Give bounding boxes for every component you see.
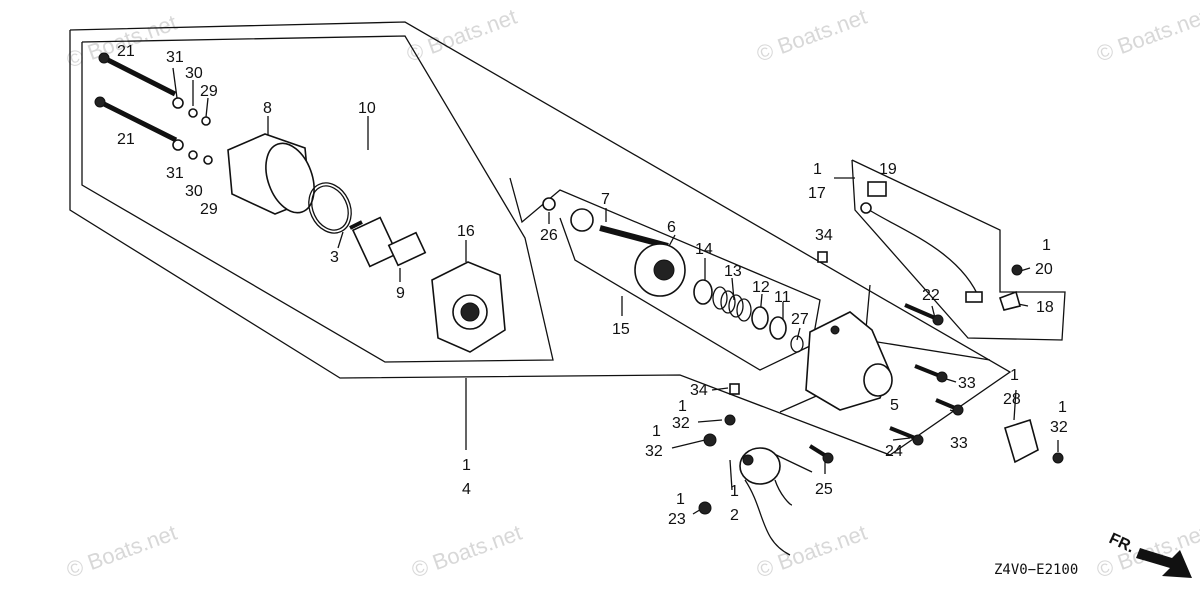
label-17: 17 <box>808 185 826 202</box>
watermark: © Boats.net <box>753 520 870 583</box>
label-32-c: 32 <box>1050 419 1068 436</box>
label-26: 26 <box>540 227 558 244</box>
label-10: 10 <box>358 100 376 117</box>
label-29-top: 29 <box>200 83 218 100</box>
label-30-top: 30 <box>185 65 203 82</box>
pinion-shaft <box>570 208 669 249</box>
label-32-a: 32 <box>672 415 690 432</box>
through-bolt-upper <box>98 52 177 97</box>
label-21-top: 21 <box>117 43 135 60</box>
label-28: 28 <box>1003 391 1021 408</box>
label-25: 25 <box>815 481 833 498</box>
label-13: 13 <box>724 263 742 280</box>
label-12: 12 <box>752 279 770 296</box>
label-1-bolt-b: 1 <box>652 423 661 440</box>
spring <box>712 286 752 322</box>
label-1-solenoid: 1 <box>730 483 739 500</box>
label-1-bolt-a: 1 <box>678 398 687 415</box>
label-27: 27 <box>791 311 809 328</box>
label-9: 9 <box>396 285 405 302</box>
label-29-bottom: 29 <box>200 201 218 218</box>
diagram-code: Z4V0−E2100 <box>994 562 1078 578</box>
label-21-bottom: 21 <box>117 131 135 148</box>
label-1-bracket: 1 <box>1010 367 1019 384</box>
battery-cable <box>860 181 983 303</box>
front-housing <box>805 311 893 411</box>
label-31-bottom: 31 <box>166 165 184 182</box>
reference-labels: 31 30 29 21 21 31 30 29 8 10 3 9 16 1 4 … <box>117 43 1068 528</box>
label-15: 15 <box>612 321 630 338</box>
watermark: © Boats.net <box>63 520 180 583</box>
rear-bracket <box>431 261 506 353</box>
watermark: © Boats.net <box>408 520 525 583</box>
label-8: 8 <box>263 100 272 117</box>
label-20: 20 <box>1035 261 1053 278</box>
label-34-top: 34 <box>815 227 833 244</box>
label-5: 5 <box>890 397 899 414</box>
label-1-main: 1 <box>462 457 471 474</box>
label-3: 3 <box>330 249 339 266</box>
watermark: © Boats.net <box>403 4 520 67</box>
watermark: © Boats.net <box>1093 4 1200 67</box>
label-23: 23 <box>668 511 686 528</box>
label-24: 24 <box>885 443 903 460</box>
label-11: 11 <box>774 289 791 306</box>
label-18: 18 <box>1036 299 1054 316</box>
label-7: 7 <box>601 191 610 208</box>
label-4: 4 <box>462 481 471 498</box>
assembly-outline <box>69 21 1066 456</box>
solenoid <box>739 447 793 556</box>
label-33-top: 33 <box>958 375 976 392</box>
watermark: © Boats.net <box>753 4 870 67</box>
parts <box>94 52 1064 556</box>
through-bolt-lower <box>94 96 178 143</box>
label-32-b: 32 <box>645 443 663 460</box>
label-2: 2 <box>730 507 739 524</box>
label-34-bottom: 34 <box>690 382 708 399</box>
label-1-nut: 1 <box>1042 237 1051 254</box>
label-33-bottom: 33 <box>950 435 968 452</box>
label-6: 6 <box>667 219 676 236</box>
overrunning-clutch <box>634 243 686 297</box>
label-16: 16 <box>457 223 475 240</box>
label-1-bolt-c: 1 <box>1058 399 1067 416</box>
label-1-nut-b: 1 <box>676 491 685 508</box>
label-19: 19 <box>879 161 897 178</box>
label-14: 14 <box>695 241 713 258</box>
label-30-bottom: 30 <box>185 183 203 200</box>
yoke-assembly <box>227 133 315 215</box>
label-1-cable: 1 <box>813 161 822 178</box>
label-22: 22 <box>922 287 940 304</box>
armature <box>349 216 427 268</box>
label-31-top: 31 <box>166 49 184 66</box>
